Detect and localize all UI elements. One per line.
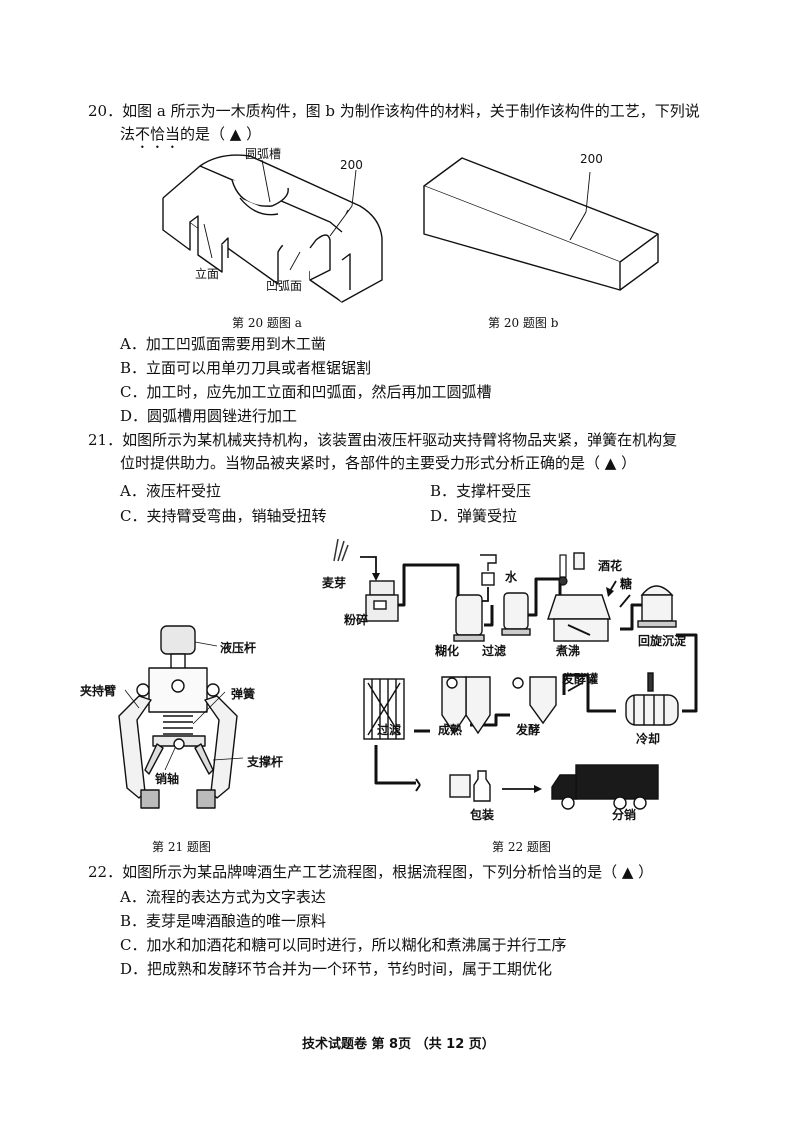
q22-whirlpool-label: 回旋沉淀: [638, 634, 687, 648]
q22-option-a[interactable]: A．流程的表达方式为文字表达: [120, 888, 326, 906]
q22-figure-flow: [333, 538, 698, 810]
q20-figure-a: [162, 154, 383, 303]
q20a-face-label: 立面: [195, 267, 220, 281]
q21-figure-clamp: [118, 625, 244, 809]
q22-hops-label: 酒花: [598, 559, 623, 573]
q20-option-b[interactable]: B．立面可以用单刃刀具或者框锯锯割: [120, 359, 372, 377]
q21-option-d[interactable]: D．弹簧受拉: [430, 507, 518, 525]
q20-line1: 20．如图 a 所示为一木质构件，图 b 为制作该构件的材料，关于制作该构件的工…: [88, 100, 700, 122]
q20a-groove-label: 圆弧槽: [245, 147, 282, 161]
q20-option-c[interactable]: C．加工时，应先加工立面和凹弧面，然后再加工圆弧槽: [120, 383, 492, 401]
q21-support-label: 支撑杆: [247, 755, 284, 769]
q22-stem-text: 如图所示为某品牌啤酒生产工艺流程图，根据流程图，下列分析恰当的是（ ▲ ）: [122, 863, 654, 881]
q21-number: 21．: [88, 431, 123, 449]
q21-option-c[interactable]: C．夹持臂受弯曲，销轴受扭转: [120, 507, 327, 525]
q20b-caption: 第 20 题图 b: [488, 316, 559, 330]
q20b-dim-label: 200: [580, 152, 603, 166]
q21-arm-label: 夹持臂: [80, 684, 117, 698]
q20-option-a[interactable]: A．加工凹弧面需要用到木工凿: [120, 335, 326, 353]
q22-tank-label: 发酵罐: [562, 672, 599, 686]
q22-water-label: 水: [505, 570, 518, 584]
q20-number: 20．: [88, 102, 123, 120]
q21-pin-label: 销轴: [155, 772, 180, 786]
q22-option-c[interactable]: C．加水和加酒花和糖可以同时进行，所以糊化和煮沸属于并行工序: [120, 936, 567, 954]
q20a-dim-label: 200: [340, 158, 363, 172]
q22-cool-label: 冷却: [636, 732, 661, 746]
q22-option-b[interactable]: B．麦芽是啤酒酿造的唯一原料: [120, 912, 327, 930]
q22-crush-label: 粉碎: [344, 613, 369, 627]
q22-number: 22．: [88, 863, 123, 881]
q22-line1: 22．如图所示为某品牌啤酒生产工艺流程图，根据流程图，下列分析恰当的是（ ▲ ）: [88, 861, 653, 883]
q22-malt-label: 麦芽: [322, 576, 347, 590]
q22-filter2-label: 过滤: [377, 723, 402, 737]
q21-caption: 第 21 题图: [152, 840, 211, 854]
q22-pack-label: 包装: [470, 808, 495, 822]
q20-stem-text: 如图 a 所示为一木质构件，图 b 为制作该构件的材料，关于制作该构件的工艺，下…: [122, 102, 700, 120]
q21-line1: 21．如图所示为某机械夹持机构，该装置由液压杆驱动夹持臂将物品夹紧，弹簧在机构复: [88, 429, 677, 451]
q22-filter1-label: 过滤: [482, 644, 507, 658]
q20-stem-pre: 法: [120, 125, 136, 143]
q21-spring-label: 弹簧: [231, 687, 256, 701]
q21-line2: 位时提供助力。当物品被夹紧时，各部件的主要受力形式分析正确的是（ ▲ ）: [120, 454, 637, 472]
q20-line2: 法不恰当的是（ ▲ ）: [120, 123, 261, 152]
q21-option-a[interactable]: A．液压杆受拉: [120, 482, 221, 500]
q22-sugar-label: 糖: [620, 577, 633, 591]
q20-option-d[interactable]: D．圆弧槽用圆锉进行加工: [120, 407, 298, 425]
q22-caption: 第 22 题图: [492, 840, 551, 854]
q22-boil-label: 煮沸: [556, 644, 581, 658]
q22-distribute-label: 分销: [612, 808, 637, 822]
q21-stem-text: 如图所示为某机械夹持机构，该装置由液压杆驱动夹持臂将物品夹紧，弹簧在机构复: [122, 431, 678, 449]
q21-option-b[interactable]: B．支撑杆受压: [430, 482, 532, 500]
q21-hydraulic-label: 液压杆: [220, 641, 257, 655]
q22-mature-label: 成熟: [438, 723, 463, 737]
q22-mash-label: 糊化: [435, 644, 460, 658]
q20a-caption: 第 20 题图 a: [232, 316, 302, 330]
q22-ferment-label: 发酵: [516, 723, 541, 737]
page-footer: 技术试题卷 第 8页 （共 12 页）: [302, 1037, 495, 1052]
q20-stem-post: 的是（ ▲ ）: [180, 125, 262, 143]
q20a-concave-label: 凹弧面: [266, 279, 303, 293]
q22-option-d[interactable]: D．把成熟和发酵环节合并为一个环节，节约时间，属于工期优化: [120, 960, 553, 978]
q20-emphasis: 不恰当: [135, 125, 181, 143]
q20-figure-b: [423, 157, 659, 291]
